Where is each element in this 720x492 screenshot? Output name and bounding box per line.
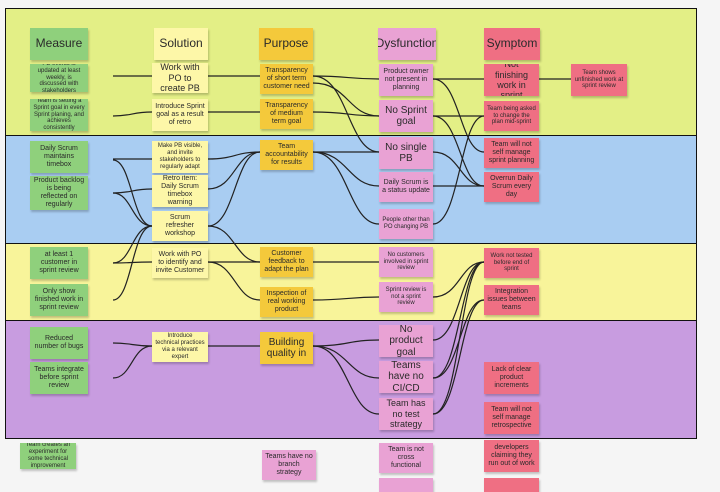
measure-note[interactable]: Reduced number of bugs <box>30 327 88 359</box>
column-header-symptom[interactable]: Symptom <box>484 28 540 60</box>
dysfunction-note[interactable]: Teams have no CI/CD <box>379 361 433 393</box>
symptom-note[interactable]: Team shows unfinished work at sprint rev… <box>571 64 627 96</box>
column-header-purpose[interactable]: Purpose <box>259 28 313 60</box>
symptom-note[interactable]: Work not tested before end of sprint <box>484 248 539 278</box>
symptom-note-partial[interactable] <box>484 478 539 492</box>
symptom-note[interactable]: Lack of clear product increments <box>484 362 539 394</box>
dysfunction-note[interactable]: Product owner not present in planning <box>379 64 433 96</box>
dysfunction-note[interactable]: No Sprint goal <box>379 100 433 132</box>
dysfunction-note[interactable]: Sprint review is not a sprint review <box>379 282 433 312</box>
purpose-note[interactable]: Building quality in <box>260 332 313 364</box>
measure-note[interactable]: at least 1 customer in sprint review <box>30 247 88 279</box>
band-4 <box>5 320 697 439</box>
dysfunction-note[interactable]: No product goal <box>379 325 433 357</box>
purpose-note[interactable]: Inspection of real working product <box>260 287 313 317</box>
dysfunction-note[interactable]: People other than PO changing PB <box>379 209 433 239</box>
purpose-note[interactable]: Transparency of short term customer need <box>260 64 313 94</box>
dysfunction-note[interactable]: Daily Scrum is a status update <box>379 172 433 202</box>
measure-note[interactable]: Daily Scrum maintains timebox <box>30 141 88 173</box>
symptom-note[interactable]: Team being asked to change the plan mid-… <box>484 101 539 131</box>
solution-note[interactable]: Introduce technical practices via a rele… <box>152 332 208 362</box>
symptom-note[interactable]: developers claiming they run out of work <box>484 440 539 472</box>
symptom-note[interactable]: Integration issues between teams <box>484 285 539 315</box>
measure-note[interactable]: PB events is updated at least weekly, is… <box>30 64 88 92</box>
symptom-note[interactable]: Not finishing work in sprint <box>484 64 539 96</box>
symptom-note[interactable]: Overrun Daily Scrum every day <box>484 172 539 202</box>
band-2 <box>5 135 697 244</box>
solution-note[interactable]: Make PB visible, and invite stakeholders… <box>152 141 208 173</box>
column-header-measure[interactable]: Measure <box>30 28 88 60</box>
column-header-solution[interactable]: Solution <box>154 28 208 60</box>
measure-note[interactable]: Teams integrate before sprint review <box>30 362 88 394</box>
dysfunction-note-partial[interactable] <box>379 478 433 492</box>
solution-note[interactable]: Introduce Sprint goal as a result of ret… <box>152 99 208 131</box>
dysfunction-note[interactable]: Team has no test strategy <box>379 398 433 430</box>
solution-note[interactable]: Work with PO to create PB <box>152 63 208 93</box>
symptom-note[interactable]: Team will not self manage retrospective <box>484 402 539 434</box>
measure-note[interactable]: Team is setting a Sprint goal in every S… <box>30 99 88 131</box>
purpose-note[interactable]: Teams have no branch strategy <box>262 450 316 480</box>
symptom-note[interactable]: Team will not self manage sprint plannin… <box>484 138 539 168</box>
measure-note[interactable]: Only show finished work in sprint review <box>30 284 88 316</box>
purpose-note[interactable]: Transparency of medium term goal <box>260 99 313 129</box>
purpose-note[interactable]: Team accountability for results <box>260 140 313 170</box>
purpose-note[interactable]: Customer feedback to adapt the plan <box>260 247 313 277</box>
dysfunction-note[interactable]: No customers involved in sprint review <box>379 247 433 277</box>
measure-note[interactable]: Team creates an experiment for some tech… <box>20 443 76 469</box>
solution-note[interactable]: Work with PO to identify and invite Cust… <box>152 248 208 278</box>
dysfunction-note[interactable]: No single PB <box>379 137 433 169</box>
band-3 <box>5 243 697 321</box>
column-header-dysfunction[interactable]: Dysfunction <box>378 28 436 60</box>
measure-note[interactable]: Product backlog is being reflected on re… <box>30 176 88 210</box>
solution-note[interactable]: Scrum refresher workshop <box>152 211 208 241</box>
solution-note[interactable]: Retro item: Daily Scrum timebox warning <box>152 175 208 207</box>
dysfunction-note[interactable]: Team is not cross functional <box>379 443 433 473</box>
